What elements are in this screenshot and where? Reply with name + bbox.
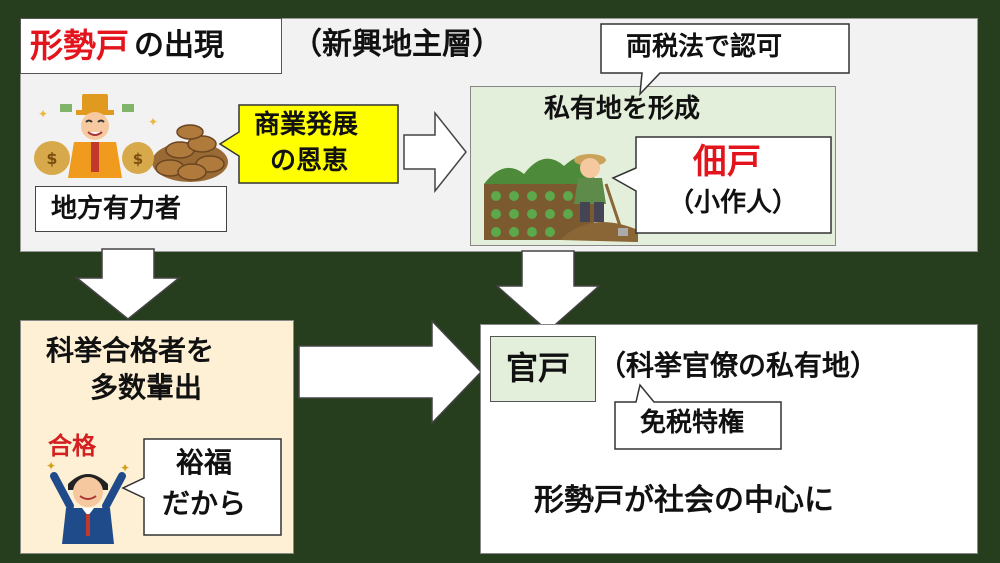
arrow-down-left-icon <box>74 248 182 320</box>
coin-pile-icon <box>152 124 228 182</box>
money-bag-icon: $ $ <box>34 141 154 175</box>
wealthy-label: 地方有力者 <box>51 194 182 224</box>
title-rest: の出現 <box>134 28 224 63</box>
tax-callout-shape <box>600 23 850 97</box>
exam-line2: 多数輩出 <box>90 371 203 404</box>
private-land-label: 私有地を形成 <box>544 94 701 124</box>
benefit-callout-shape <box>218 104 399 184</box>
svg-text:$: $ <box>46 149 57 168</box>
svg-text:✦: ✦ <box>38 107 48 121</box>
tenant-callout-shape <box>611 136 832 234</box>
tax-label: 両税法で認可 <box>626 32 783 62</box>
wealthy-man-illustration: $ $ ✦ ✦ <box>34 94 228 182</box>
arrow-right-icon <box>403 110 467 194</box>
kanko-label: 官戸 <box>506 349 571 387</box>
benefit-label-1: 商業発展 <box>254 110 359 140</box>
tenant-title: 佃戸 <box>693 142 761 182</box>
farmer-illustration <box>484 154 638 242</box>
svg-text:✦: ✦ <box>148 115 158 129</box>
field-icon <box>484 155 638 242</box>
tenant-sub: （小作人） <box>668 188 799 218</box>
title-box <box>20 18 282 74</box>
arrow-right-large-icon <box>298 319 483 425</box>
graduate-illustration: ✦ ✦ <box>46 459 130 544</box>
title-red: 形勢戸 <box>30 26 129 65</box>
reason-callout-shape <box>121 438 282 536</box>
tax-exempt-callout-shape <box>614 383 782 450</box>
subtitle: （新興地主層） <box>292 27 502 62</box>
benefit-label-2: の恩恵 <box>270 146 349 176</box>
pass-sign: 合格 <box>48 432 96 460</box>
svg-text:✦: ✦ <box>46 459 56 473</box>
graduate-icon <box>50 472 126 544</box>
reason-2: だから <box>162 487 247 520</box>
tax-exempt: 免税特権 <box>640 408 745 438</box>
wealthy-label-box <box>35 186 227 232</box>
exam-line1: 科挙合格者を <box>46 334 215 367</box>
rich-man-icon <box>60 94 134 178</box>
kanko-desc: （科挙官僚の私有地） <box>598 349 879 382</box>
svg-text:✦: ✦ <box>120 461 130 475</box>
reason-1: 裕福 <box>176 446 233 479</box>
conclusion: 形勢戸が社会の中心に <box>534 483 834 518</box>
svg-text:$: $ <box>133 150 143 168</box>
farmer-icon <box>574 154 628 236</box>
arrow-down-right-icon <box>495 250 601 333</box>
kanko-label-box <box>490 336 596 402</box>
